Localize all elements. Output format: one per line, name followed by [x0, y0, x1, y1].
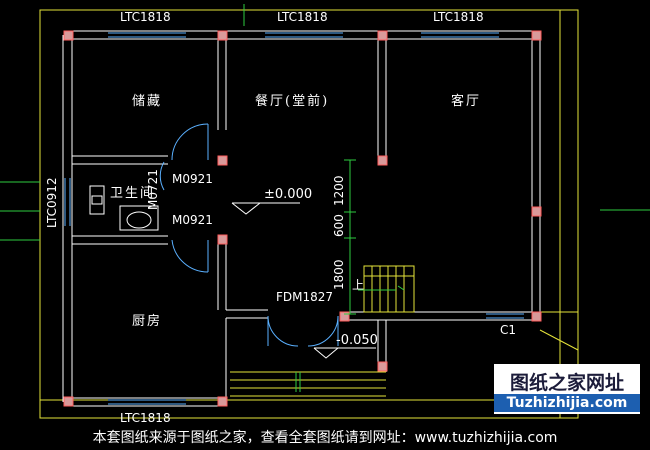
window-label-top-right: LTC1818	[433, 10, 484, 24]
walls	[62, 30, 541, 407]
stairs	[230, 265, 579, 397]
dimension-1800: 1800	[332, 259, 346, 290]
window-label-bottom-left: LTC1818	[120, 411, 171, 425]
window-label-top-left: LTC1818	[120, 10, 171, 24]
axis-lines	[0, 181, 650, 241]
window-label-right-bottom: C1	[500, 323, 517, 337]
outer-frame	[39, 9, 579, 419]
door-label-main: FDM1827	[276, 290, 334, 304]
door-label-upper: M0921	[172, 172, 213, 186]
watermark-logo: 图纸之家网址 Tuzhizhijia.com	[494, 364, 640, 414]
elevation-floor: ±0.000	[264, 187, 313, 202]
elevation-entry: -0.050	[336, 333, 378, 348]
column-markers	[63, 30, 542, 407]
window-marks	[64, 32, 524, 405]
room-label-dining: 餐厅(堂前)	[255, 94, 330, 109]
watermark-url: Tuzhizhijia.com	[494, 394, 640, 412]
footer-notice: 本套图纸来源于图纸之家，查看全套图纸请到网址：www.tuzhizhijia.c…	[0, 426, 650, 450]
stair-up-label: 上	[352, 278, 365, 292]
room-label-kitchen: 厨房	[132, 314, 163, 329]
room-label-storage: 储藏	[132, 94, 163, 109]
elevation-symbols	[231, 202, 376, 359]
window-label-left-side: LTC0912	[45, 177, 59, 228]
dimension-lines	[243, 4, 405, 392]
door-swings	[159, 123, 339, 347]
dimension-1200: 1200	[332, 175, 346, 206]
dimension-600: 600	[332, 214, 346, 237]
watermark-title: 图纸之家网址	[509, 372, 624, 394]
room-label-bathroom: 卫生间	[110, 186, 156, 201]
room-label-living: 客厅	[451, 94, 482, 109]
door-label-lower: M0921	[172, 213, 213, 227]
window-label-top-mid: LTC1818	[277, 10, 328, 24]
bathroom-fixtures	[89, 185, 159, 231]
